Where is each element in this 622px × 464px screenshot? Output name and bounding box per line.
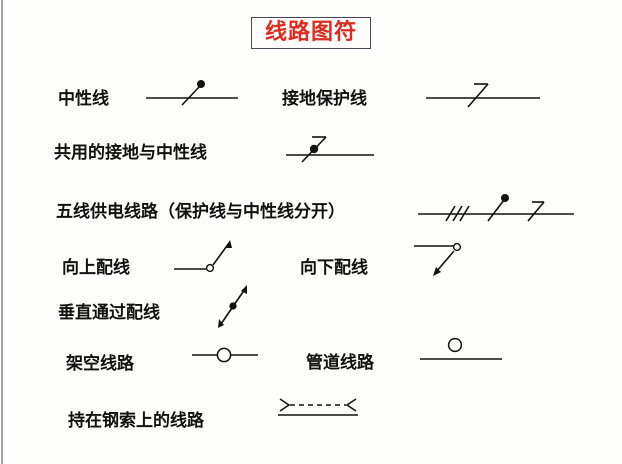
label-overhead-line: 架空线路 bbox=[66, 354, 134, 373]
symbol-line-with-circle-above-line bbox=[418, 334, 504, 366]
symbol-double-headed-diagonal-arrow-with-dot bbox=[212, 281, 254, 331]
symbol-line-with-slash-dot-and-flag bbox=[284, 130, 376, 164]
page-title-box: 线路图符 bbox=[250, 17, 371, 49]
symbol-line-with-slash-and-dot bbox=[144, 74, 240, 108]
label-five-wire-supply-line: 五线供电线路（保护线与中性线分开） bbox=[56, 202, 345, 221]
label-wiring-upwards: 向上配线 bbox=[62, 258, 130, 277]
symbol-line-with-slash-and-flag bbox=[424, 74, 542, 108]
symbol-line-with-circle-on-line bbox=[190, 344, 260, 366]
label-conduit-line: 管道线路 bbox=[306, 353, 374, 372]
label-combined-pen-line: 共用的接地与中性线 bbox=[54, 143, 207, 162]
label-wiring-downwards: 向下配线 bbox=[300, 258, 368, 277]
symbol-line-with-three-ticks-dot-and-flag bbox=[416, 190, 576, 224]
symbol-line-with-up-arrow-and-circle bbox=[172, 236, 238, 280]
page-title: 线路图符 bbox=[264, 19, 357, 44]
label-neutral-line: 中性线 bbox=[58, 89, 109, 108]
symbol-line-with-down-arrow-and-circle bbox=[412, 238, 472, 282]
label-protective-earth-line: 接地保护线 bbox=[282, 89, 367, 108]
label-line-on-steel-cable: 持在钢索上的线路 bbox=[68, 411, 204, 430]
label-wiring-passing-vertically: 垂直通过配线 bbox=[58, 303, 160, 322]
symbol-dashed-line-between-brackets-over-solid-line bbox=[276, 396, 362, 422]
page-title-container: 线路图符 bbox=[0, 17, 622, 49]
left-edge-strip bbox=[0, 0, 4, 464]
